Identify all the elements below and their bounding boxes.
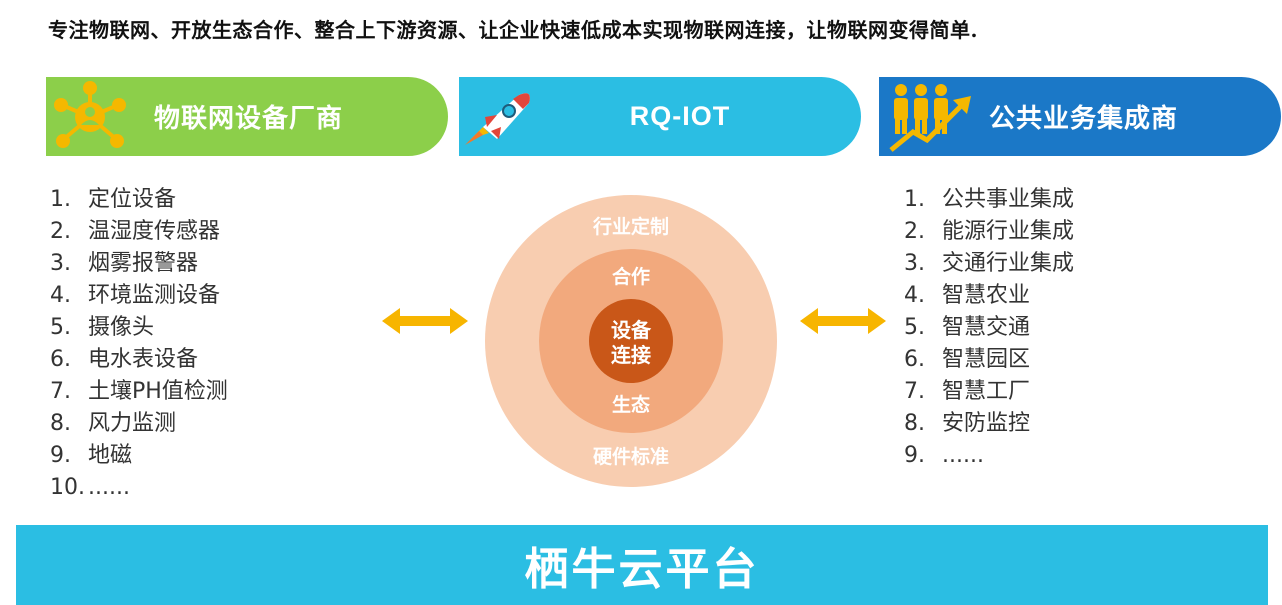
people-growth-icon (887, 80, 973, 154)
banner-title-device-vendors: 物联网设备厂商 (154, 104, 344, 134)
list-item: 4.智慧农业 (904, 283, 1031, 308)
ring-label-hardware-standard: 硬件标准 (592, 446, 669, 468)
banner-integrators: 公共业务集成商 (879, 77, 1281, 156)
banner-rq-iot: RQ-IOT (459, 77, 861, 156)
list-item: 1.定位设备 (50, 187, 177, 212)
ecosystem-rings: 行业定制 合作 设备 连接 生态 硬件标准 (485, 195, 777, 487)
list-item: 10....... (50, 475, 130, 500)
list-item: 5.智慧交通 (904, 315, 1031, 340)
ring-label-ecosystem: 生态 (611, 394, 650, 416)
list-item: 7.智慧工厂 (904, 379, 1031, 404)
list-item: 5.摄像头 (50, 315, 155, 340)
list-item: 3.交通行业集成 (904, 251, 1075, 276)
list-item: 3.烟雾报警器 (50, 251, 199, 276)
list-item: 4.环境监测设备 (50, 283, 221, 308)
platform-bar: 栖牛云平台 (16, 525, 1268, 605)
banner-title-rq-iot: RQ-IOT (629, 101, 731, 131)
rocket-icon (461, 87, 537, 153)
list-item: 9.地磁 (50, 443, 133, 468)
list-item: 7.土壤PH值检测 (50, 379, 228, 404)
list-item: 6.电水表设备 (50, 347, 199, 372)
network-hub-icon (50, 79, 130, 155)
ring-label-industry-custom: 行业定制 (592, 216, 669, 238)
banner-title-integrators: 公共业务集成商 (989, 104, 1179, 134)
list-item: 2.温湿度传感器 (50, 219, 221, 244)
list-item: 2.能源行业集成 (904, 219, 1075, 244)
list-item: 8.风力监测 (50, 411, 177, 436)
list-item: 1.公共事业集成 (904, 187, 1075, 212)
ring-label-cooperation: 合作 (611, 266, 650, 288)
headline: 专注物联网、开放生态合作、整合上下游资源、让企业快速低成本实现物联网连接，让物联… (48, 18, 978, 42)
list-item: 8.安防监控 (904, 411, 1031, 436)
platform-title: 栖牛云平台 (524, 544, 760, 595)
integration-list: 1.公共事业集成 2.能源行业集成 3.交通行业集成 4.智慧农业 5.智慧交通… (904, 184, 1074, 472)
banner-device-vendors: 物联网设备厂商 (46, 77, 448, 156)
list-item: 9....... (904, 443, 984, 468)
double-arrow-icon (382, 306, 468, 340)
device-list: 1.定位设备 2.温湿度传感器 3.烟雾报警器 4.环境监测设备 5.摄像头 6… (50, 184, 228, 504)
ring-core-label: 设备 连接 (611, 318, 651, 367)
list-item: 6.智慧园区 (904, 347, 1031, 372)
double-arrow-icon (800, 306, 886, 340)
